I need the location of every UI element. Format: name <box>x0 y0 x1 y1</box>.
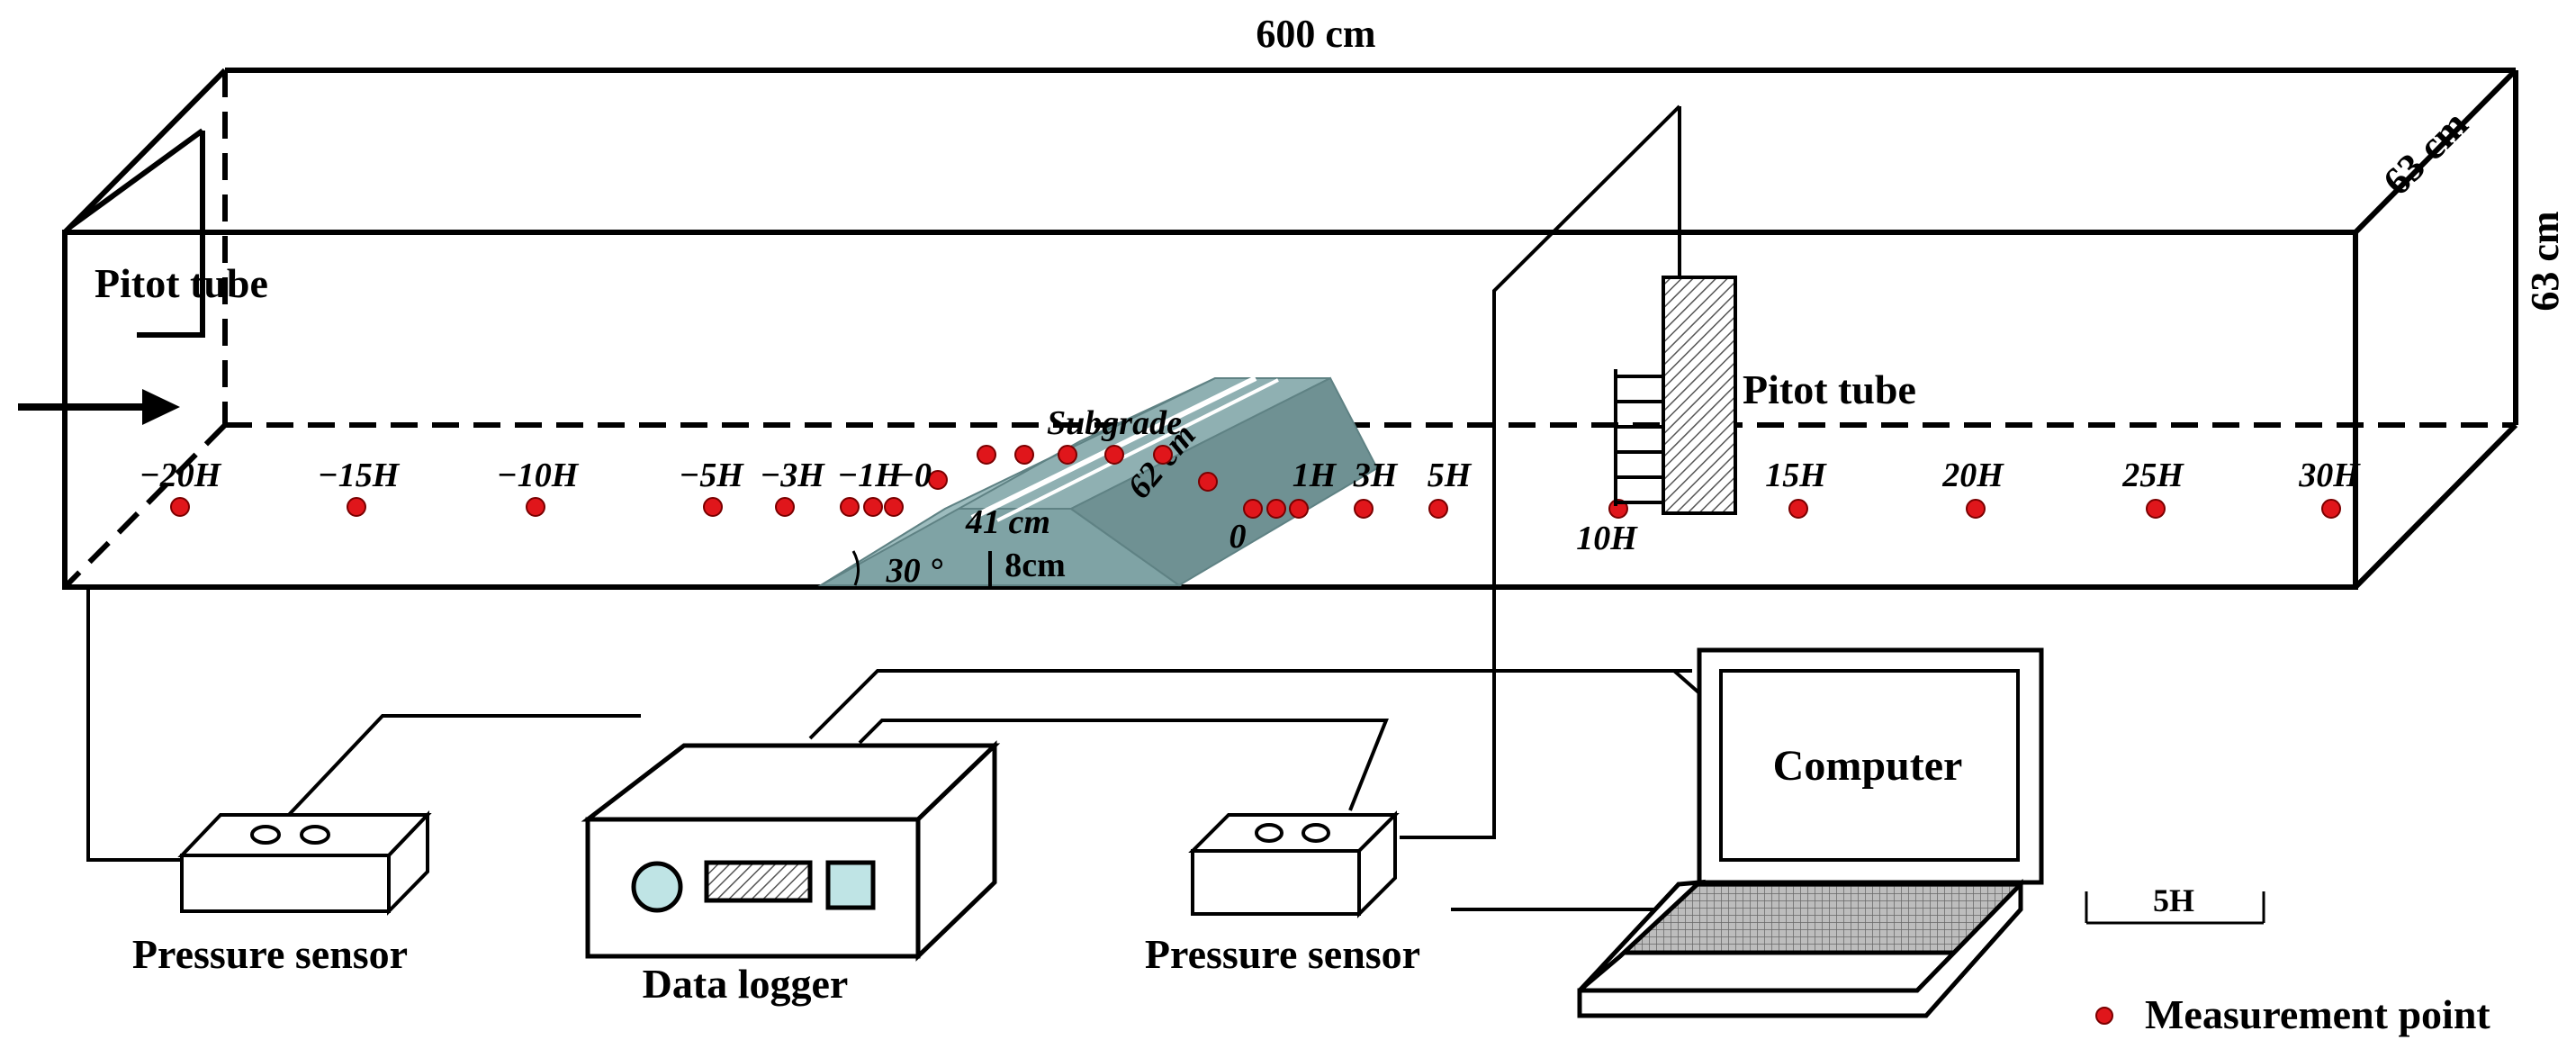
subgrade-slope-label: 30 ° <box>886 552 943 590</box>
downstream-point-label: 20H <box>1941 457 2004 494</box>
upstream-point-label: −15H <box>318 457 401 494</box>
legend-label: Measurement point <box>2145 991 2490 1037</box>
computer-laptop <box>1577 647 2044 1018</box>
subgrade-height-label: 8cm <box>1004 547 1066 584</box>
measurement-point <box>1153 445 1173 465</box>
subgrade-name: Subgrade <box>1047 404 1182 442</box>
downstream-point-label: 30H <box>2298 457 2361 494</box>
measurement-point <box>863 497 883 517</box>
downstream-point-label: 25H <box>2121 457 2184 494</box>
measurement-point <box>977 445 996 465</box>
measurement-point <box>884 497 904 517</box>
upstream-point-label: −5H <box>679 457 744 494</box>
downstream-point-label: 1H <box>1293 457 1338 494</box>
measurement-point <box>1788 499 1808 519</box>
downstream-point-label: 10H <box>1576 520 1638 557</box>
pitot-tube-left-label: Pitot tube <box>95 260 268 306</box>
measurement-point <box>347 497 366 517</box>
computer-label: Computer <box>1773 742 1963 790</box>
measurement-point <box>2146 499 2166 519</box>
measurement-point <box>1966 499 1986 519</box>
pitot-tube-right <box>1614 106 1737 515</box>
data-logger-label: Data logger <box>643 961 849 1007</box>
downstream-point-label: 3H <box>1353 457 1399 494</box>
scale-bar <box>2085 891 2265 925</box>
measurement-point <box>1289 499 1309 519</box>
subgrade-embankment <box>817 375 1379 587</box>
wind-direction-arrow <box>18 389 180 425</box>
tunnel-length-label: 600 cm <box>1256 12 1375 56</box>
measurement-point <box>928 470 948 490</box>
pressure-sensor-left-label: Pressure sensor <box>132 931 408 977</box>
downstream-point-label: 5H <box>1428 457 1473 494</box>
downstream-point-label: 15H <box>1765 457 1827 494</box>
data-logger <box>581 740 1001 962</box>
upstream-point-label: −20H <box>140 457 222 494</box>
measurement-point <box>2321 499 2341 519</box>
pressure-sensor-right <box>1188 810 1400 918</box>
measurement-point <box>1243 499 1263 519</box>
measurement-point <box>1104 445 1124 465</box>
upstream-point-label: −3H <box>760 457 825 494</box>
subgrade-top-width-label: 41 cm <box>965 503 1050 541</box>
pressure-sensor-right-label: Pressure sensor <box>1145 931 1420 977</box>
measurement-point <box>1428 499 1448 519</box>
measurement-point <box>840 497 860 517</box>
measurement-point <box>1058 445 1077 465</box>
scale-bar-label: 5H <box>2153 882 2194 918</box>
hidden-edges <box>62 70 2516 590</box>
measurement-point <box>170 497 190 517</box>
tunnel-width-label: 63 cm <box>2374 102 2476 203</box>
legend-red-dot-icon <box>2095 1007 2113 1025</box>
measurement-point <box>1266 499 1286 519</box>
measurement-points <box>170 445 2341 519</box>
measurement-point <box>1014 445 1034 465</box>
pressure-sensor-left <box>177 810 432 916</box>
upstream-point-label: −1H <box>837 457 903 494</box>
pitot-tube-right-label: Pitot tube <box>1743 366 1916 412</box>
measurement-point <box>1354 499 1374 519</box>
measurement-point <box>1198 472 1218 492</box>
measurement-point-labels: −20H −15H −10H −5H −3H −1H−0 0 1H 3H 5H 10H 15H 20H 2… <box>140 457 2362 557</box>
measurement-point <box>775 497 795 517</box>
upstream-point-label: −0 <box>894 457 932 494</box>
pitot-tube-left <box>68 128 205 338</box>
measurement-point <box>703 497 723 517</box>
tunnel-height-label: 63 cm <box>2523 211 2567 311</box>
measurement-point <box>526 497 545 517</box>
upstream-point-label: −10H <box>497 457 580 494</box>
downstream-point-label: 0 <box>1229 518 1247 556</box>
